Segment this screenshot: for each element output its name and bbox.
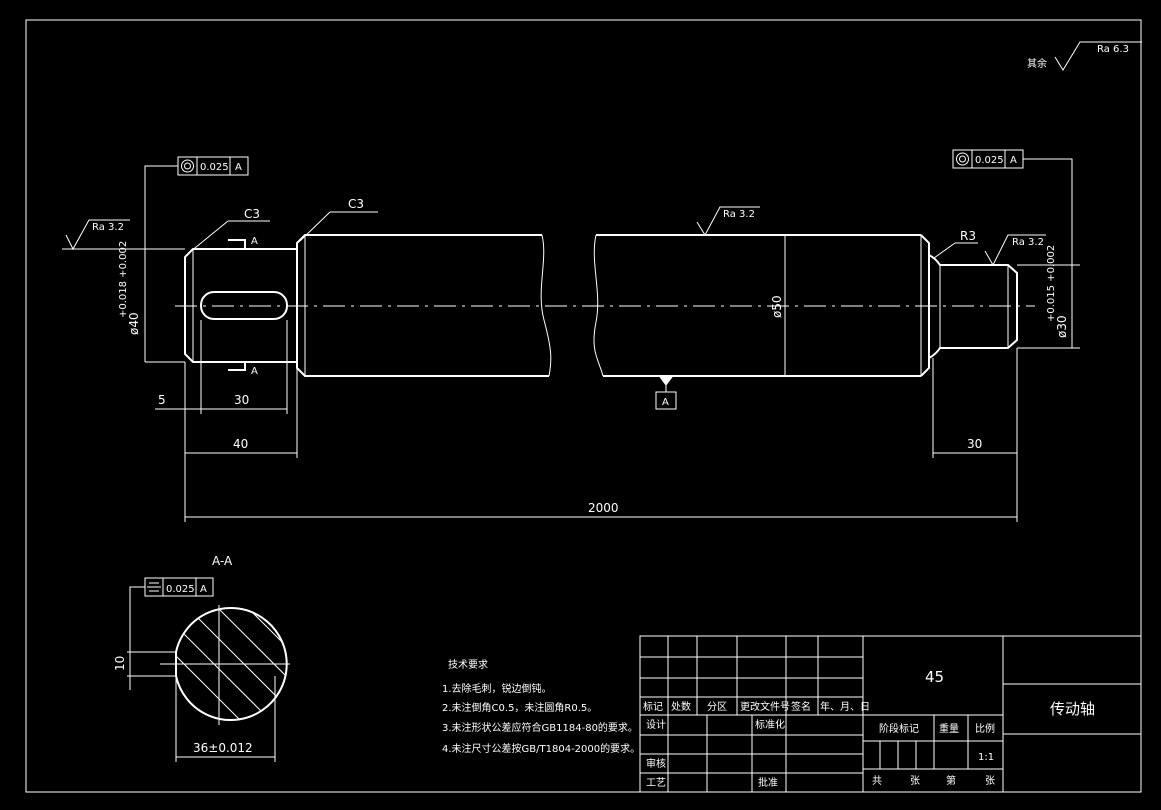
section-title: A-A bbox=[212, 554, 233, 568]
svg-text:5: 5 bbox=[158, 393, 166, 407]
tech-req-item: 4.未注尺寸公差按GB/T1804-2000的要求。 bbox=[442, 742, 640, 755]
svg-text:年、月、日: 年、月、日 bbox=[820, 700, 870, 713]
right-journal bbox=[928, 254, 1018, 359]
dimension-dia-40: ø40 +0.018 +0.002 bbox=[118, 241, 185, 363]
svg-text:2000: 2000 bbox=[588, 501, 619, 515]
svg-text:阶段标记: 阶段标记 bbox=[879, 722, 919, 735]
svg-text:+0.015 +0.002: +0.015 +0.002 bbox=[1046, 245, 1057, 322]
svg-text:A: A bbox=[662, 397, 669, 408]
chamfer-left-label: C3 bbox=[189, 207, 270, 253]
svg-text:1:1: 1:1 bbox=[978, 752, 994, 763]
dimension-right-step: 30 bbox=[933, 437, 1017, 454]
technical-requirements: 技术要求 1.去除毛刺，锐边倒钝。 2.未注倒角C0.5，未注圆角R0.5。 3… bbox=[442, 658, 640, 755]
svg-text:A: A bbox=[251, 366, 258, 377]
svg-text:签名: 签名 bbox=[791, 700, 811, 713]
general-roughness-note: 其余 Ra 6.3 bbox=[1027, 41, 1142, 71]
dimension-dia-50: ø50 bbox=[770, 237, 786, 374]
dimension-dia-30: ø30 +0.015 +0.002 bbox=[1017, 245, 1080, 349]
dimension-overall: 2000 bbox=[185, 501, 1017, 518]
tech-req-item: 3.未注形状公差应符合GB1184-80的要求。 bbox=[442, 721, 638, 734]
fillet-label: R3 bbox=[933, 229, 978, 259]
svg-text:张: 张 bbox=[910, 775, 920, 787]
svg-text:标记: 标记 bbox=[643, 701, 663, 713]
keyway-slot bbox=[200, 291, 288, 320]
svg-text:ø30: ø30 bbox=[1055, 315, 1069, 338]
svg-text:处数: 处数 bbox=[671, 700, 691, 713]
section-aa-view: 10 36±0.012 bbox=[113, 605, 290, 762]
svg-text:30: 30 bbox=[234, 393, 249, 407]
svg-text:审核: 审核 bbox=[646, 757, 666, 770]
tech-req-item: 1.去除毛刺，锐边倒钝。 bbox=[442, 682, 552, 695]
svg-text:工艺: 工艺 bbox=[646, 777, 666, 789]
svg-text:比例: 比例 bbox=[975, 722, 995, 735]
svg-text:+0.018 +0.002: +0.018 +0.002 bbox=[118, 241, 129, 318]
svg-text:更改文件号: 更改文件号 bbox=[740, 700, 790, 713]
dimension-left-step: 40 bbox=[185, 437, 297, 454]
svg-text:标准化: 标准化 bbox=[755, 718, 785, 731]
tech-req-title: 技术要求 bbox=[448, 658, 488, 671]
section-cut-top: A bbox=[228, 236, 258, 248]
svg-text:ø40: ø40 bbox=[127, 312, 141, 335]
section-cut-bottom: A bbox=[228, 363, 258, 377]
svg-text:40: 40 bbox=[233, 437, 248, 451]
svg-text:Ra 3.2: Ra 3.2 bbox=[1012, 237, 1044, 248]
material: 45 bbox=[925, 668, 944, 686]
svg-text:0.025: 0.025 bbox=[200, 162, 229, 173]
tolerance-frame-right: 0.025 A bbox=[952, 149, 1073, 265]
shaft-shoulder bbox=[296, 234, 549, 377]
svg-text:张: 张 bbox=[985, 775, 995, 787]
roughness-middle: Ra 3.2 bbox=[696, 206, 760, 237]
section-tolerance-frame: 0.025 A bbox=[129, 577, 214, 640]
break-line-left bbox=[540, 234, 552, 377]
svg-text:ø50: ø50 bbox=[770, 295, 784, 318]
tolerance-frame-left: 0.025 A bbox=[144, 156, 249, 249]
svg-text:C3: C3 bbox=[348, 197, 364, 211]
svg-text:36±0.012: 36±0.012 bbox=[193, 741, 253, 755]
svg-text:A: A bbox=[200, 584, 207, 595]
dimension-key-offset: 5 bbox=[155, 393, 201, 410]
svg-text:重量: 重量 bbox=[939, 722, 959, 735]
svg-text:Ra 3.2: Ra 3.2 bbox=[723, 209, 755, 220]
svg-text:共: 共 bbox=[872, 775, 882, 787]
svg-text:A: A bbox=[1010, 155, 1017, 166]
svg-text:第: 第 bbox=[946, 774, 956, 787]
svg-text:0.025: 0.025 bbox=[975, 155, 1004, 166]
general-roughness-label: 其余 bbox=[1027, 57, 1047, 70]
svg-text:C3: C3 bbox=[244, 207, 260, 221]
svg-text:0.025: 0.025 bbox=[166, 584, 195, 595]
svg-text:批准: 批准 bbox=[758, 776, 778, 789]
svg-text:R3: R3 bbox=[960, 229, 976, 243]
svg-text:A: A bbox=[251, 236, 258, 247]
roughness-right: Ra 3.2 bbox=[984, 234, 1046, 267]
svg-text:分区: 分区 bbox=[707, 701, 727, 713]
part-name: 传动轴 bbox=[1050, 700, 1095, 718]
tech-req-item: 2.未注倒角C0.5，未注圆角R0.5。 bbox=[442, 701, 597, 714]
general-roughness-value: Ra 6.3 bbox=[1097, 44, 1129, 55]
svg-text:Ra 3.2: Ra 3.2 bbox=[92, 222, 124, 233]
extension-lines bbox=[184, 320, 1018, 522]
datum-a-marker: A bbox=[655, 376, 677, 410]
roughness-left: Ra 3.2 bbox=[62, 219, 185, 251]
title-block: 标记 处数 分区 更改文件号 签名 年、月、日 设计 标准化 审核 工艺 批准 … bbox=[639, 635, 1142, 793]
break-line-right bbox=[593, 234, 604, 377]
dimension-key-length: 30 bbox=[201, 393, 287, 410]
svg-text:30: 30 bbox=[967, 437, 982, 451]
svg-text:A: A bbox=[235, 162, 242, 173]
drawing-border bbox=[25, 19, 1142, 793]
chamfer-shoulder-label: C3 bbox=[299, 197, 378, 242]
svg-text:设计: 设计 bbox=[646, 718, 666, 731]
svg-text:10: 10 bbox=[113, 656, 127, 671]
